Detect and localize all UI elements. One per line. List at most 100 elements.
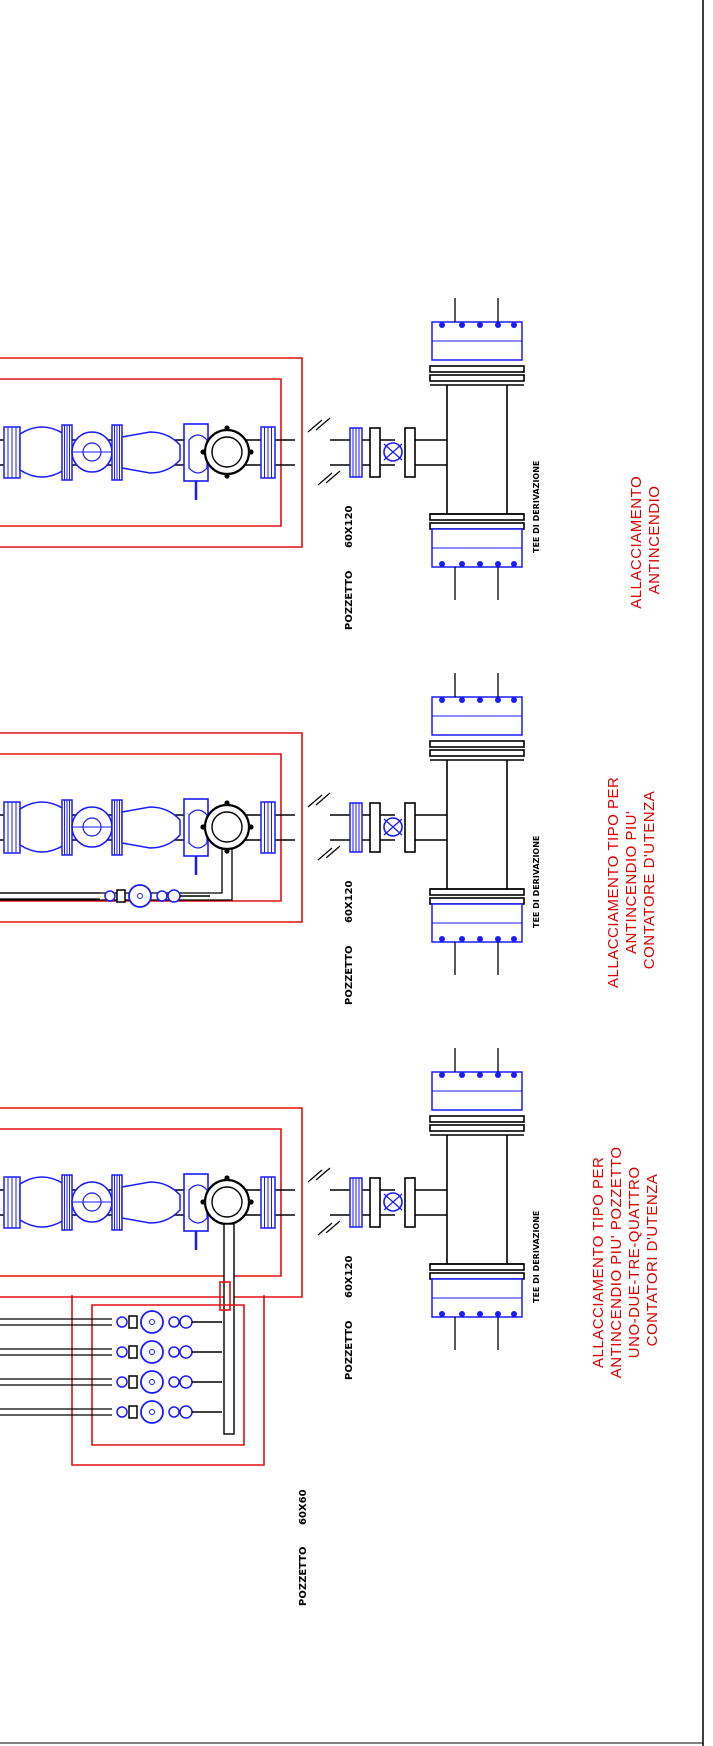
valve-body [19, 1176, 65, 1228]
title-line: ALLACCIAMENTO TIPO PER [605, 777, 622, 988]
stub-flange [404, 427, 416, 478]
bolt-icon [511, 1072, 517, 1078]
tee-flange [429, 897, 525, 905]
break-symbol [315, 792, 331, 806]
tee-bolt [224, 425, 230, 431]
meter-riser [223, 1223, 235, 1435]
check-valve-icon [179, 1405, 193, 1419]
water-meter-dial [149, 1349, 155, 1355]
flange [61, 424, 73, 481]
stub-flange [404, 802, 416, 853]
stub-flange [369, 802, 381, 853]
bolt-icon [511, 1311, 517, 1317]
isolation-valve-cross [383, 1193, 403, 1211]
reducer-body [121, 431, 181, 474]
tee-label: TEE DI DERIVAZIONE [532, 1211, 541, 1303]
valve-body [19, 426, 65, 478]
check-valve-disc [188, 809, 208, 849]
stub-flange [369, 1177, 381, 1228]
tee-label: TEE DI DERIVAZIONE [532, 836, 541, 928]
meter-valve-icon [168, 1406, 180, 1418]
pit-sleeve [219, 1281, 231, 1311]
section-antincendio-pozzetto-contatori [0, 1048, 525, 1466]
tee-flange [429, 522, 525, 530]
meter-assembly [0, 1370, 222, 1394]
section-title: ALLACCIAMENTO ANTINCENDIO [628, 471, 663, 609]
tee-flange [429, 740, 525, 748]
isolation-valve-cross [383, 818, 403, 836]
flange [349, 1177, 363, 1228]
section-title: ALLACCIAMENTO TIPO PER ANTINCENDIO PIU' … [605, 772, 658, 988]
pit-size-label: 60X120 [344, 505, 355, 548]
tee-bolt [200, 1199, 206, 1205]
tee-bolt [248, 1199, 254, 1205]
check-valve-disc [188, 1184, 208, 1224]
bolt-icon [511, 936, 517, 942]
bolt-icon [459, 322, 465, 328]
break-symbol [307, 1169, 323, 1183]
flange [260, 801, 276, 854]
flange [111, 424, 123, 481]
coupling [431, 528, 523, 568]
tee-bolt [248, 449, 254, 455]
valve-body [19, 801, 65, 853]
title-line: ALLACCIAMENTO TIPO PER [590, 1157, 607, 1368]
title-line: CONTATORE D'UTENZA [641, 791, 658, 970]
tee-bolt [200, 449, 206, 455]
bolt-icon [439, 936, 445, 942]
title-line: ALLACCIAMENTO [628, 476, 645, 609]
meter-fitting [128, 1315, 138, 1329]
break-symbol [317, 472, 333, 486]
meter-pit-inner [91, 1304, 245, 1446]
flange [349, 427, 363, 478]
bolt-icon [439, 561, 445, 567]
flange [111, 1174, 123, 1231]
bolt-icon [495, 322, 501, 328]
pit-outline-inner [0, 378, 282, 527]
bolt-icon [477, 1072, 483, 1078]
coupling [431, 1071, 523, 1111]
bolt-icon [459, 936, 465, 942]
sub-pit-label: POZZETTO [298, 1546, 309, 1606]
flange [3, 1176, 21, 1229]
bolt-icon [495, 1072, 501, 1078]
bolt-icon [477, 936, 483, 942]
section-antincendio-contatore [0, 673, 525, 975]
bolt-icon [511, 697, 517, 703]
bolt-icon [459, 1311, 465, 1317]
tee-bolt [248, 824, 254, 830]
coupling [431, 321, 523, 361]
pit-size-label: 60X120 [344, 880, 355, 923]
meter-assembly [0, 884, 210, 908]
water-meter-dial [137, 893, 143, 899]
check-valve-icon [179, 1375, 193, 1389]
pit-size-label: 60X120 [344, 1255, 355, 1298]
tee-bolt [200, 824, 206, 830]
meter-valve-icon [116, 1346, 128, 1358]
tee-bolt [224, 800, 230, 806]
bolt-icon [439, 1311, 445, 1317]
title-line: UNO-DUE-TRE-QUATTRO [626, 1166, 643, 1358]
pit-label: POZZETTO [344, 945, 355, 1005]
flange [260, 1176, 276, 1229]
bolt-icon [495, 697, 501, 703]
tee-flange [429, 513, 525, 521]
tee-flange [429, 888, 525, 896]
bolt-icon [511, 561, 517, 567]
break-symbol [307, 794, 323, 808]
water-meter-dial [149, 1409, 155, 1415]
stub-flange [369, 427, 381, 478]
tee-bolt [224, 473, 230, 479]
gate-valve [19, 426, 65, 478]
check-valve-disc [188, 434, 208, 474]
tee-bolt [224, 1175, 230, 1181]
flange [3, 426, 21, 479]
break-symbol [325, 845, 341, 859]
tee-flange [429, 1115, 525, 1123]
bolt-icon [439, 1072, 445, 1078]
sub-pit-size-label: 60X60 [298, 1489, 309, 1525]
water-meter-dial [149, 1379, 155, 1385]
break-symbol [315, 417, 331, 431]
